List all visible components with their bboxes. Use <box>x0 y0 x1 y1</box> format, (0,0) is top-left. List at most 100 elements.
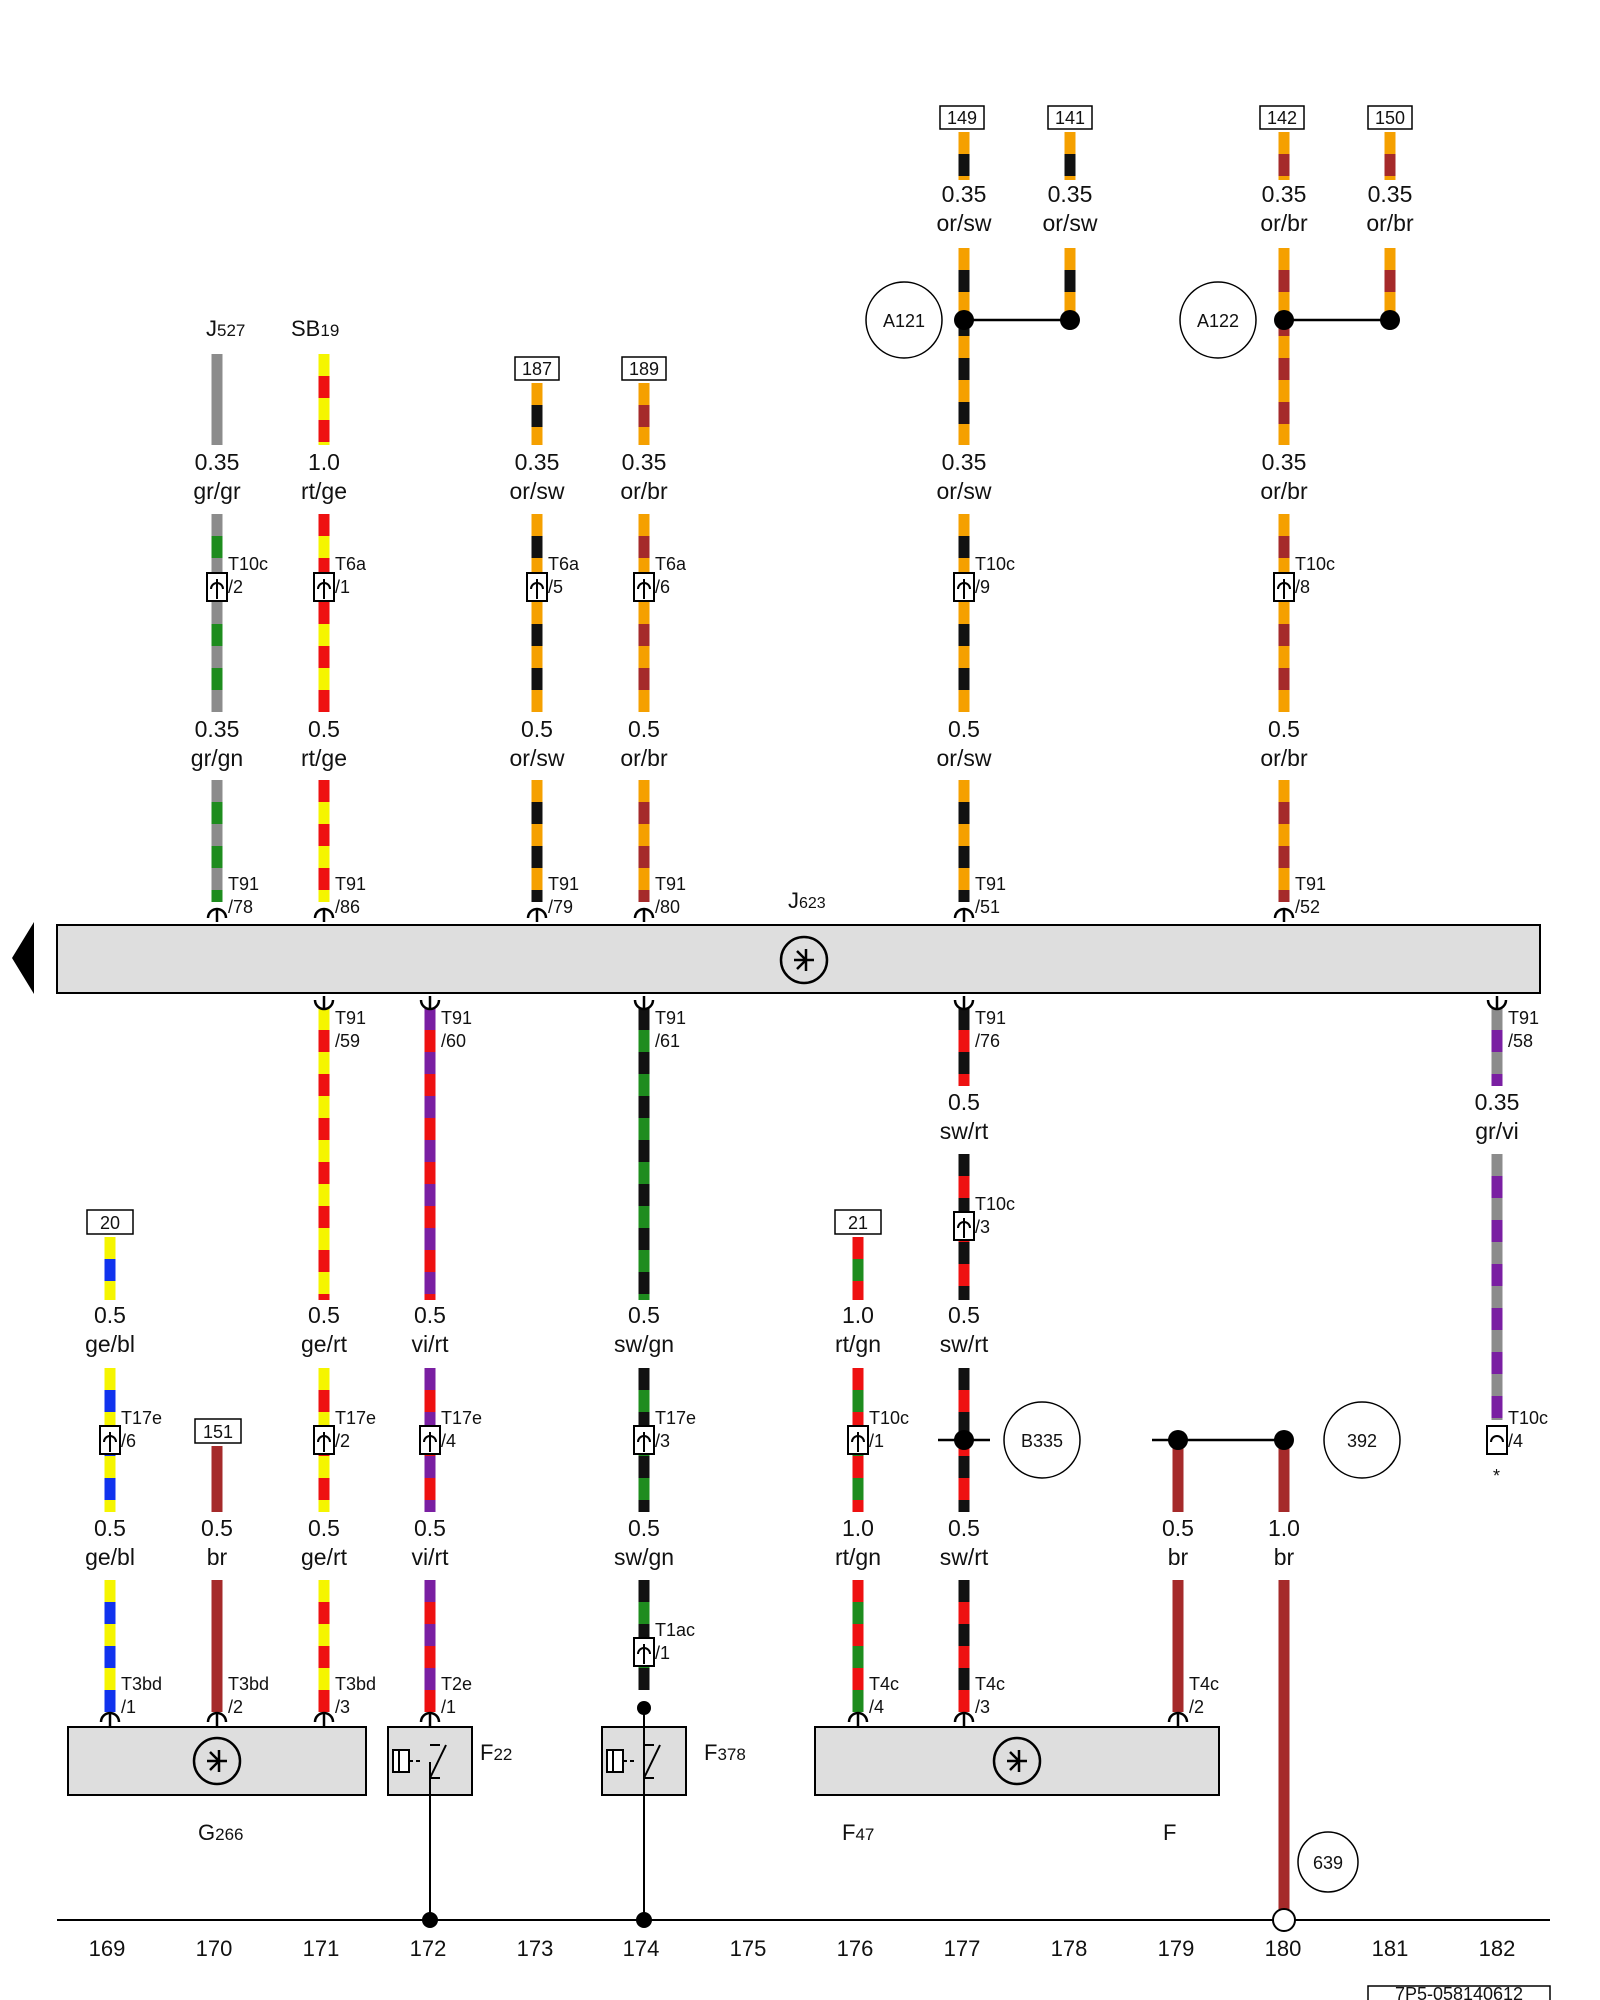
current-path-number: 174 <box>623 1936 660 1961</box>
connector-pin: /51 <box>975 897 1000 917</box>
wire-stripe <box>318 1162 330 1184</box>
wire-gauge: 0.35 <box>1262 449 1307 475</box>
terminal-pin-icon <box>633 907 655 922</box>
wire-stripe <box>318 354 330 376</box>
wire-stripe <box>638 427 650 445</box>
wire-stripe <box>958 380 970 402</box>
connector-pin: /1 <box>121 1697 136 1717</box>
wire-stripe <box>958 824 970 846</box>
svg-text:189: 189 <box>629 359 659 379</box>
wire-stripe <box>958 646 970 668</box>
wire-stripe <box>211 1646 223 1668</box>
wire-stripe <box>958 1668 970 1690</box>
connector-pin: /58 <box>1508 1031 1533 1051</box>
wire-stripe <box>852 1624 864 1646</box>
splice-dot <box>1060 310 1080 330</box>
wire-stripe <box>638 1456 650 1478</box>
wire-stripe <box>531 646 543 668</box>
wire-stripe <box>958 1412 970 1434</box>
wire-stripe <box>1278 380 1290 402</box>
wire-stripe <box>1172 1506 1184 1512</box>
wire-stripe <box>424 1478 436 1500</box>
inline-connector-icon <box>633 1425 655 1455</box>
connector-pin: /60 <box>441 1031 466 1051</box>
wire-stripe <box>638 1096 650 1118</box>
wire-color: sw/rt <box>940 1118 989 1144</box>
splice-dot <box>1274 310 1294 330</box>
svg-text:142: 142 <box>1267 108 1297 128</box>
connector-pin: /4 <box>869 1697 884 1717</box>
wire-stripe <box>211 602 223 624</box>
connector-pin: /2 <box>228 1697 243 1717</box>
connector-pin: /3 <box>975 1217 990 1237</box>
connector-pin: /3 <box>655 1431 670 1451</box>
wire-color: ge/bl <box>85 1544 135 1570</box>
wire-stripe <box>638 1162 650 1184</box>
wire-stripe <box>1172 1462 1184 1484</box>
wire-stripe <box>104 1478 116 1500</box>
connector-pin: /4 <box>1508 1431 1523 1451</box>
connector-pin: /6 <box>121 1431 136 1451</box>
wire-stripe <box>318 1368 330 1390</box>
wire-stripe <box>638 1118 650 1140</box>
wire-stripe <box>638 824 650 846</box>
wire-color: or/sw <box>937 478 992 504</box>
wire-color: or/sw <box>937 210 992 236</box>
wire-stripe <box>211 1602 223 1624</box>
wire-color: ge/rt <box>301 1544 348 1570</box>
wire-stripe <box>638 1272 650 1294</box>
wire-stripe <box>1278 558 1290 580</box>
connector-name: T91 <box>228 874 259 894</box>
wire-stripe <box>638 890 650 902</box>
wire-stripe <box>318 1456 330 1478</box>
connector-name: T10c <box>228 554 268 574</box>
svg-text:151: 151 <box>203 1422 233 1442</box>
terminal-pin-icon <box>953 907 975 922</box>
wire-stripe <box>1278 1646 1290 1668</box>
ref-box: 141 <box>1047 105 1093 130</box>
terminal-pin-icon <box>526 907 548 922</box>
current-path-number: 179 <box>1158 1936 1195 1961</box>
wire-stripe <box>424 1294 436 1300</box>
ref-circle: A122 <box>1179 281 1257 359</box>
wire-stripe <box>638 514 650 536</box>
wire-stripe <box>318 1690 330 1712</box>
wire-stripe <box>638 1500 650 1512</box>
wire-stripe <box>958 846 970 868</box>
component-label-sb19: SB19 <box>291 316 339 341</box>
wire-stripe <box>318 420 330 442</box>
wire-stripe <box>1384 154 1396 176</box>
wire-stripe <box>638 868 650 890</box>
connector-pin: /1 <box>441 1697 456 1717</box>
wire-gauge: 0.5 <box>308 716 340 742</box>
wire-gauge: 0.35 <box>942 181 987 207</box>
wire-stripe <box>1278 336 1290 358</box>
wire-stripe <box>1172 1668 1184 1690</box>
wire <box>958 514 970 712</box>
wire-stripe <box>1278 1888 1290 1910</box>
component-label-g266: G266 <box>198 1820 244 1845</box>
wire-stripe <box>318 780 330 802</box>
wire-stripe <box>958 424 970 445</box>
wire <box>531 780 543 902</box>
wire-stripe <box>211 1624 223 1646</box>
svg-text:639: 639 <box>1313 1853 1343 1873</box>
wire-stripe <box>958 780 970 802</box>
connector-pin: /4 <box>441 1431 456 1451</box>
wire-stripe <box>424 1412 436 1434</box>
ref-box: 187 <box>514 356 560 381</box>
wire <box>318 514 330 712</box>
wire-gauge: 0.5 <box>628 1515 660 1541</box>
wire-stripe <box>1278 154 1290 176</box>
wire-stripe <box>531 383 543 405</box>
connector-pin: /61 <box>655 1031 680 1051</box>
connector-name: T6a <box>655 554 687 574</box>
wire-stripe <box>1278 1844 1290 1866</box>
wire-stripe <box>958 690 970 712</box>
splice-dot <box>1168 1430 1188 1450</box>
wire-stripe <box>638 1074 650 1096</box>
wire-stripe <box>531 558 543 580</box>
wire-color: sw/gn <box>614 1544 674 1570</box>
connector-name: T91 <box>335 1008 366 1028</box>
terminal-pin-icon <box>847 1711 869 1726</box>
